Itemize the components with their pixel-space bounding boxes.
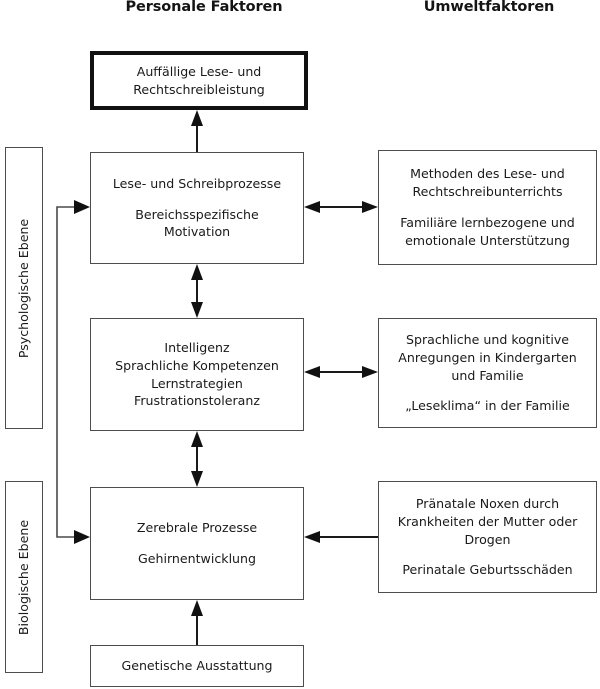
node-genetische-ausstattung: Genetische Ausstattung [90,645,304,687]
node-cognitive-line-2: Sprachliche Kompetenzen [115,357,279,373]
arrow-cognitive-cerebral-bidirectional [191,431,203,487]
node-cognitive-line-4: Frustrationstoleranz [134,393,260,409]
node-stimulation-line-4: „Leseklima“ in der Familie [405,398,570,414]
arrow-prenatal-to-cerebral [304,531,378,543]
node-outcome-line-1: Auffällige Lese- und [136,63,262,79]
node-auffaellige-lese-rechtschreibleistung: Auffällige Lese- und Rechtschreibleistun… [90,51,308,110]
node-intelligenz-kompetenzen: Intelligenz Sprachliche Kompetenzen Lern… [90,318,304,431]
node-zerebrale-prozesse: Zerebrale Prozesse Gehirnentwicklung [90,487,304,600]
node-instruction-line-4: emotionale Unterstützung [405,232,570,248]
node-reading-writing-line-3: Motivation [163,224,231,240]
node-instruction-line-3: Familiäre lernbezogene und [400,215,575,230]
node-cognitive-line-1: Intelligenz [164,339,230,355]
node-stimulation-line-2: Anregungen in Kindergarten [398,349,577,365]
node-stimulation-line-3: und Familie [451,367,524,383]
node-instruction-line-2: Rechtschreibunterrichts [412,184,563,200]
node-prenatal-line-1: Pränatale Noxen durch [415,495,560,511]
node-prenatal-line-4: Perinatale Geburtsschäden [402,562,573,578]
arrow-cognitive-stimulation-bidirectional [304,366,378,378]
connector-level-spine [56,200,90,544]
column-header-umweltfaktoren: Umweltfaktoren [423,0,555,15]
arrow-reading-to-outcome [191,110,203,152]
node-genetics-line-1: Genetische Ausstattung [121,658,273,674]
column-header-personale-faktoren: Personale Faktoren [125,0,283,15]
node-methoden-des-lese-rechtschreibunterrichts: Methoden des Lese- und Rechtschreibunter… [378,150,597,265]
node-cognitive-line-3: Lernstrategien [151,375,243,391]
node-cerebral-line-1: Zerebrale Prozesse [136,520,258,536]
level-label-psychologische-ebene-text: Psychologische Ebene [16,218,32,358]
level-label-psychologische-ebene: Psychologische Ebene [5,147,43,429]
node-sprachliche-kognitive-anregungen: Sprachliche und kognitive Anregungen in … [378,318,597,428]
node-prenatal-line-3: Drogen [464,531,511,547]
node-cerebral-line-2: Gehirnentwicklung [137,551,257,566]
node-stimulation-line-1: Sprachliche und kognitive [405,331,570,347]
level-label-biologische-ebene: Biologische Ebene [5,481,43,673]
arrow-reading-instruction-bidirectional [304,201,378,213]
level-label-biologische-ebene-text: Biologische Ebene [16,519,32,635]
node-praenatale-noxen: Pränatale Noxen durch Krankheiten der Mu… [378,481,597,593]
arrow-genetics-to-cerebral [191,600,203,645]
node-reading-writing-line-1: Lese- und Schreibprozesse [112,175,282,191]
node-outcome-line-2: Rechtschreibleistung [133,81,265,97]
node-lese-und-schreibprozesse: Lese- und Schreibprozesse Bereichsspezif… [90,152,304,264]
node-prenatal-line-2: Krankheiten der Mutter oder [397,513,578,529]
arrow-reading-cognitive-bidirectional [191,264,203,318]
node-instruction-line-1: Methoden des Lese- und [410,166,565,182]
node-reading-writing-line-2: Bereichsspezifische [135,206,259,222]
